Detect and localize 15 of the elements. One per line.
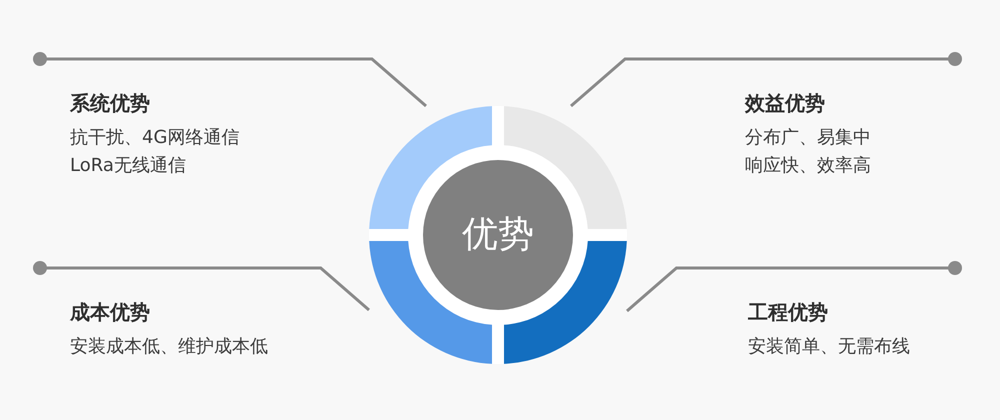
section-heading: 效益优势 [745, 90, 825, 116]
description-text: 安装简单、无需布线 [748, 335, 910, 359]
description-text: 安装成本低、维护成本低 [70, 335, 268, 359]
description-text: 响应快、效率高 [745, 154, 871, 178]
description-text: 分布广、易集中 [745, 126, 871, 150]
leader-line [626, 261, 962, 312]
leader-line [33, 261, 370, 312]
section-heading: 工程优势 [748, 299, 828, 325]
description-text: LoRa无线通信 [70, 154, 186, 178]
center-label: 优势 [462, 213, 534, 257]
section-heading: 系统优势 [70, 90, 150, 116]
leader-line [33, 52, 427, 108]
leader-line [570, 52, 962, 108]
section-heading: 成本优势 [70, 299, 150, 325]
description-text: 抗干扰、4G网络通信 [70, 126, 240, 150]
